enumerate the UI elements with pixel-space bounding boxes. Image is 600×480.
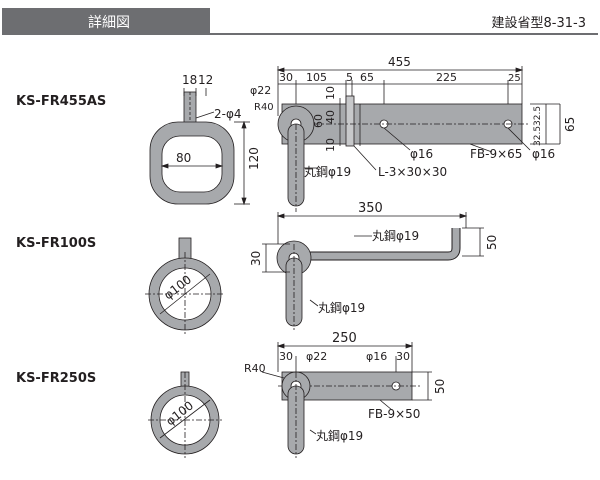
fr250s-hole-dia: φ16 [366,350,387,363]
right-dim-32-5-bottom: 32.5 [533,126,543,146]
seg-30: 30 [279,71,293,84]
ring-top-dim-12: 12 [198,73,213,87]
vert-dim-40: 40 [324,110,337,124]
fr250s-seg-30-left: 30 [279,350,293,363]
fr100s-total-dim: 350 [358,201,383,216]
fr250s-radius: R40 [244,362,266,375]
model-label-fr250s: KS-FR250S [16,371,97,386]
fr250s-total-dim: 250 [332,331,357,346]
header-title: 詳細図 [88,15,130,31]
model-label-fr455as: KS-FR455AS [16,94,107,109]
fr250s-pin-dia: φ22 [306,350,327,363]
fr455as-side-view [276,66,561,212]
seg-105: 105 [306,71,327,84]
fr250s-ring-view [148,371,222,458]
right-dim-65: 65 [563,117,577,132]
ring-inner [161,135,223,193]
radius-label: R40 [254,102,274,113]
hole-callout-a: φ16 [410,147,433,161]
vert-dim-10-bottom: 10 [324,138,337,152]
fr250s-bar-callout: FB-9×50 [368,407,420,421]
seg-225: 225 [436,71,457,84]
ring-top-dim-18: 18 [182,73,197,87]
fr100s-rod-bottom-label: 丸鋼φ19 [318,301,365,315]
fr455as-ring-view [149,88,250,206]
fr100s-side-view [262,212,484,330]
header-tab: 詳細図 [2,8,210,34]
vert-dim-10-top: 10 [324,86,337,100]
fr100s-height-dim: 30 [249,251,263,266]
seg-5: 5 [346,71,353,84]
side-total-dim: 455 [388,55,411,69]
fr100s-ring-view [145,237,225,336]
ring-hole-label: 2-φ4 [214,107,242,121]
angle-l3x30x30 [345,95,355,147]
header-rule [2,33,598,35]
ring-width-dim: 80 [176,151,191,165]
ring-height-dim: 120 [247,147,261,170]
vert-dim-60: 60 [312,114,325,128]
seg-25: 25 [508,73,521,84]
fr100s-hook-dim: 50 [485,235,499,250]
angle-callout: L-3×30×30 [378,165,447,179]
fr250s-seg-30-right: 30 [396,350,410,363]
flat-bar-callout: FB-9×65 [470,147,522,161]
rod-callout: 丸鋼φ19 [304,165,351,179]
standard-reference: 建設省型8-31-3 [491,16,586,31]
fr100s-rod-top-label: 丸鋼φ19 [372,229,419,243]
model-label-fr100s: KS-FR100S [16,236,97,251]
fr250s-height-dim: 50 [433,379,447,394]
pin-dia-label: φ22 [250,84,271,97]
right-dim-32-5-top: 32.5 [533,106,543,126]
fr250s-side-view [261,342,432,458]
fr250s-rod-callout: 丸鋼φ19 [316,429,363,443]
hole-callout-b: φ16 [532,147,555,161]
seg-65: 65 [360,71,374,84]
